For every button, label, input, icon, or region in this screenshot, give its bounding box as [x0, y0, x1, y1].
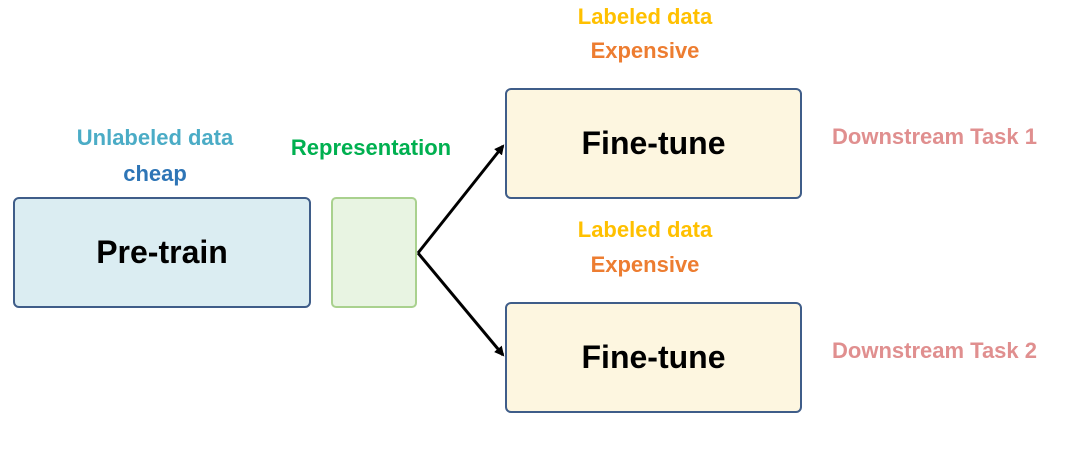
- labeled-data-label-1: Labeled data: [577, 4, 713, 29]
- arrow-to-finetune-2: [416, 252, 505, 357]
- unlabeled-data-label: Unlabeled data: [76, 125, 234, 150]
- expensive-label-1: Expensive: [590, 38, 700, 63]
- downstream-task-2-label: Downstream Task 2: [832, 338, 1038, 363]
- finetune-box-2: Fine-tune: [505, 302, 802, 413]
- expensive-label-2: Expensive: [590, 252, 700, 277]
- labeled-data-label-2: Labeled data: [577, 217, 713, 242]
- finetune-label-1: Fine-tune: [581, 125, 726, 161]
- pretrain-label: Pre-train: [96, 234, 228, 270]
- cheap-label: cheap: [123, 161, 187, 186]
- finetune-label-2: Fine-tune: [581, 339, 726, 375]
- representation-box: [331, 197, 417, 308]
- representation-label: Representation: [290, 135, 452, 160]
- downstream-task-1-label: Downstream Task 1: [832, 124, 1038, 149]
- arrow-to-finetune-1: [416, 144, 505, 254]
- finetune-box-1: Fine-tune: [505, 88, 802, 199]
- pretrain-box: Pre-train: [13, 197, 311, 308]
